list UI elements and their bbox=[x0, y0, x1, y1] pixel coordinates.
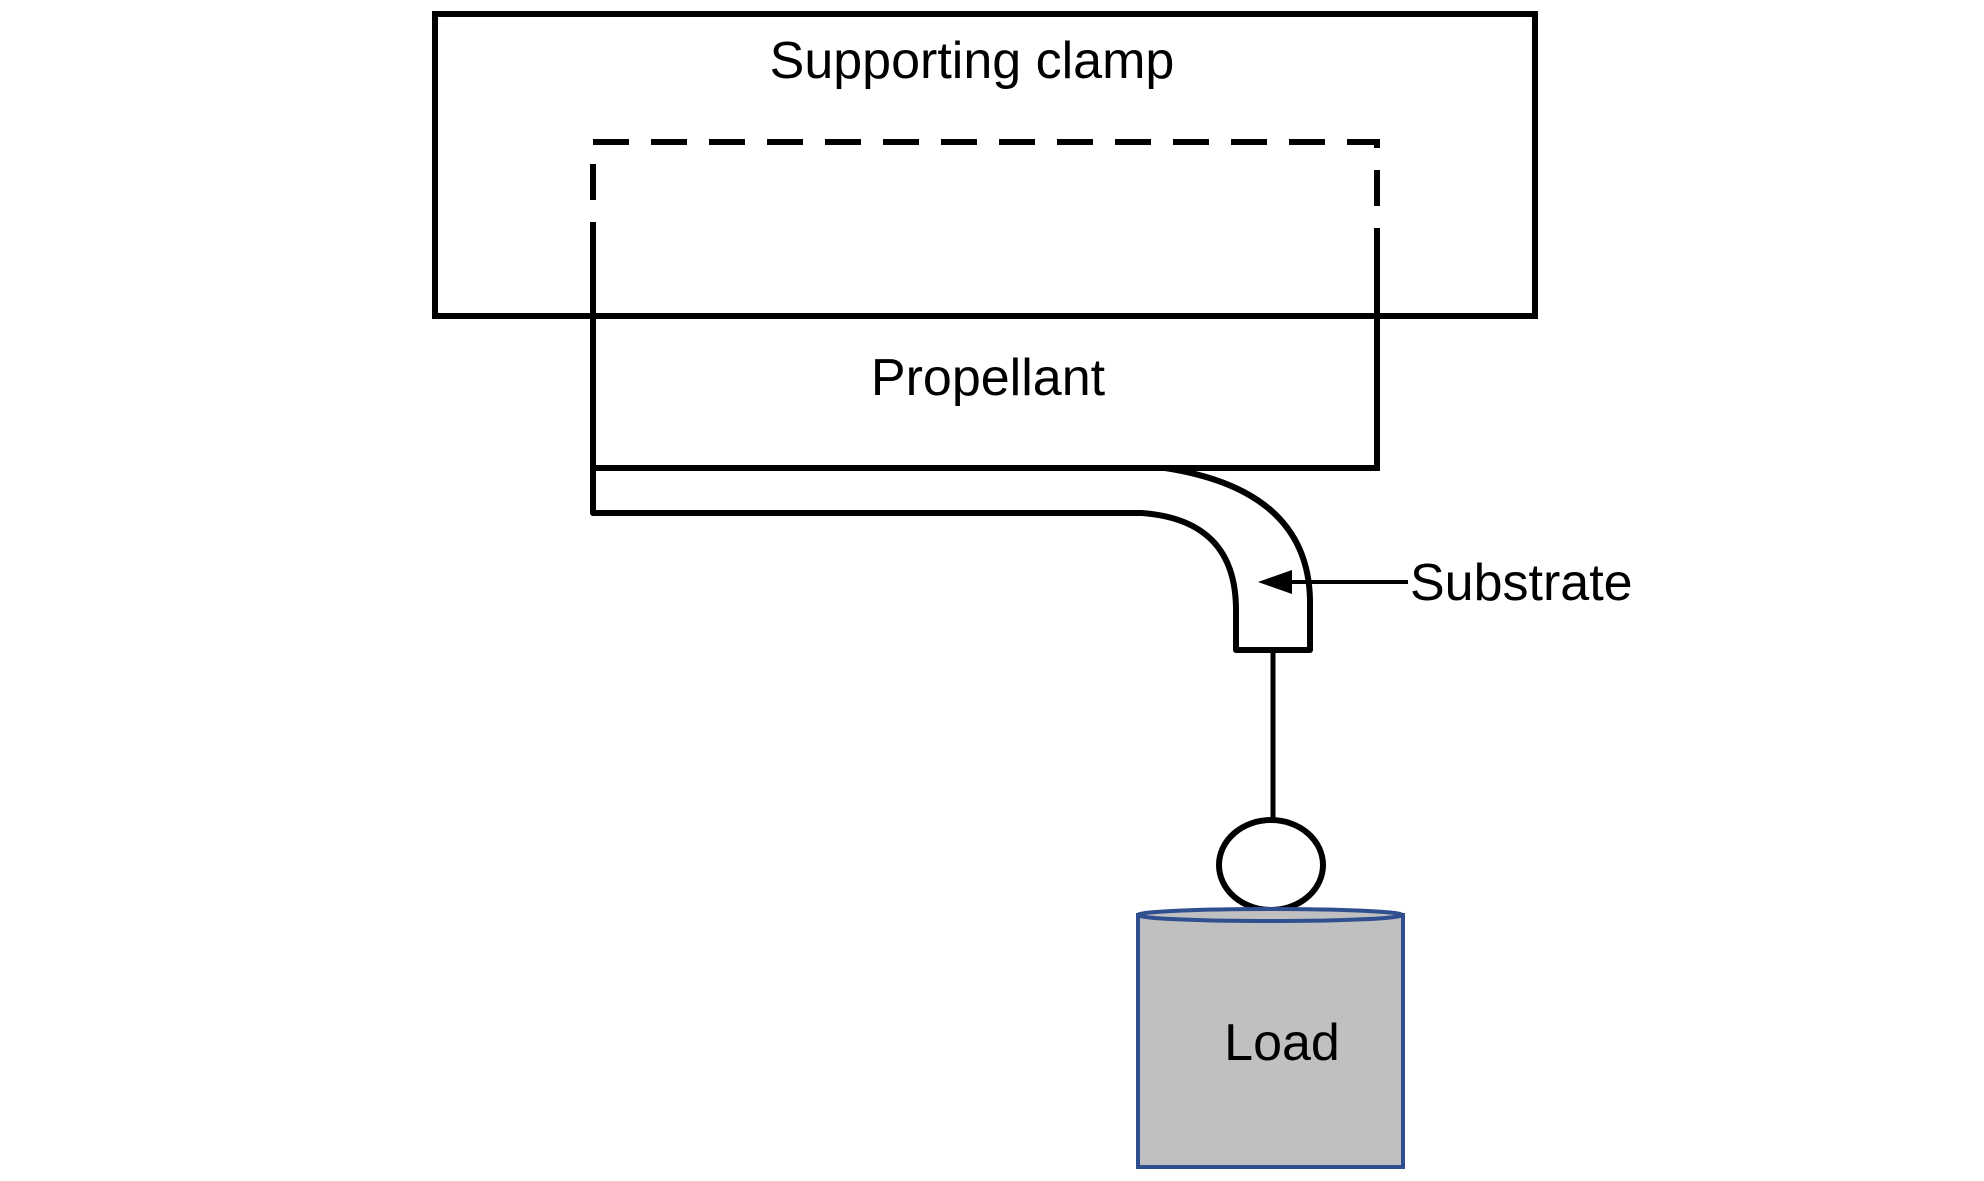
substrate-label: Substrate bbox=[1410, 554, 1633, 612]
substrate-arrowhead bbox=[1258, 570, 1292, 594]
supporting-clamp bbox=[432, 11, 1538, 319]
hook-ring bbox=[1216, 817, 1326, 913]
supporting-clamp-label: Supporting clamp bbox=[770, 32, 1175, 90]
load-label: Load bbox=[1224, 1014, 1340, 1072]
propellant-block bbox=[590, 258, 1380, 471]
substrate-strip bbox=[590, 465, 1313, 653]
propellant-label: Propellant bbox=[871, 349, 1106, 407]
load-weight-top bbox=[1136, 907, 1404, 923]
load-weight bbox=[1136, 913, 1405, 1169]
propellant-hidden-outline bbox=[590, 139, 1380, 258]
